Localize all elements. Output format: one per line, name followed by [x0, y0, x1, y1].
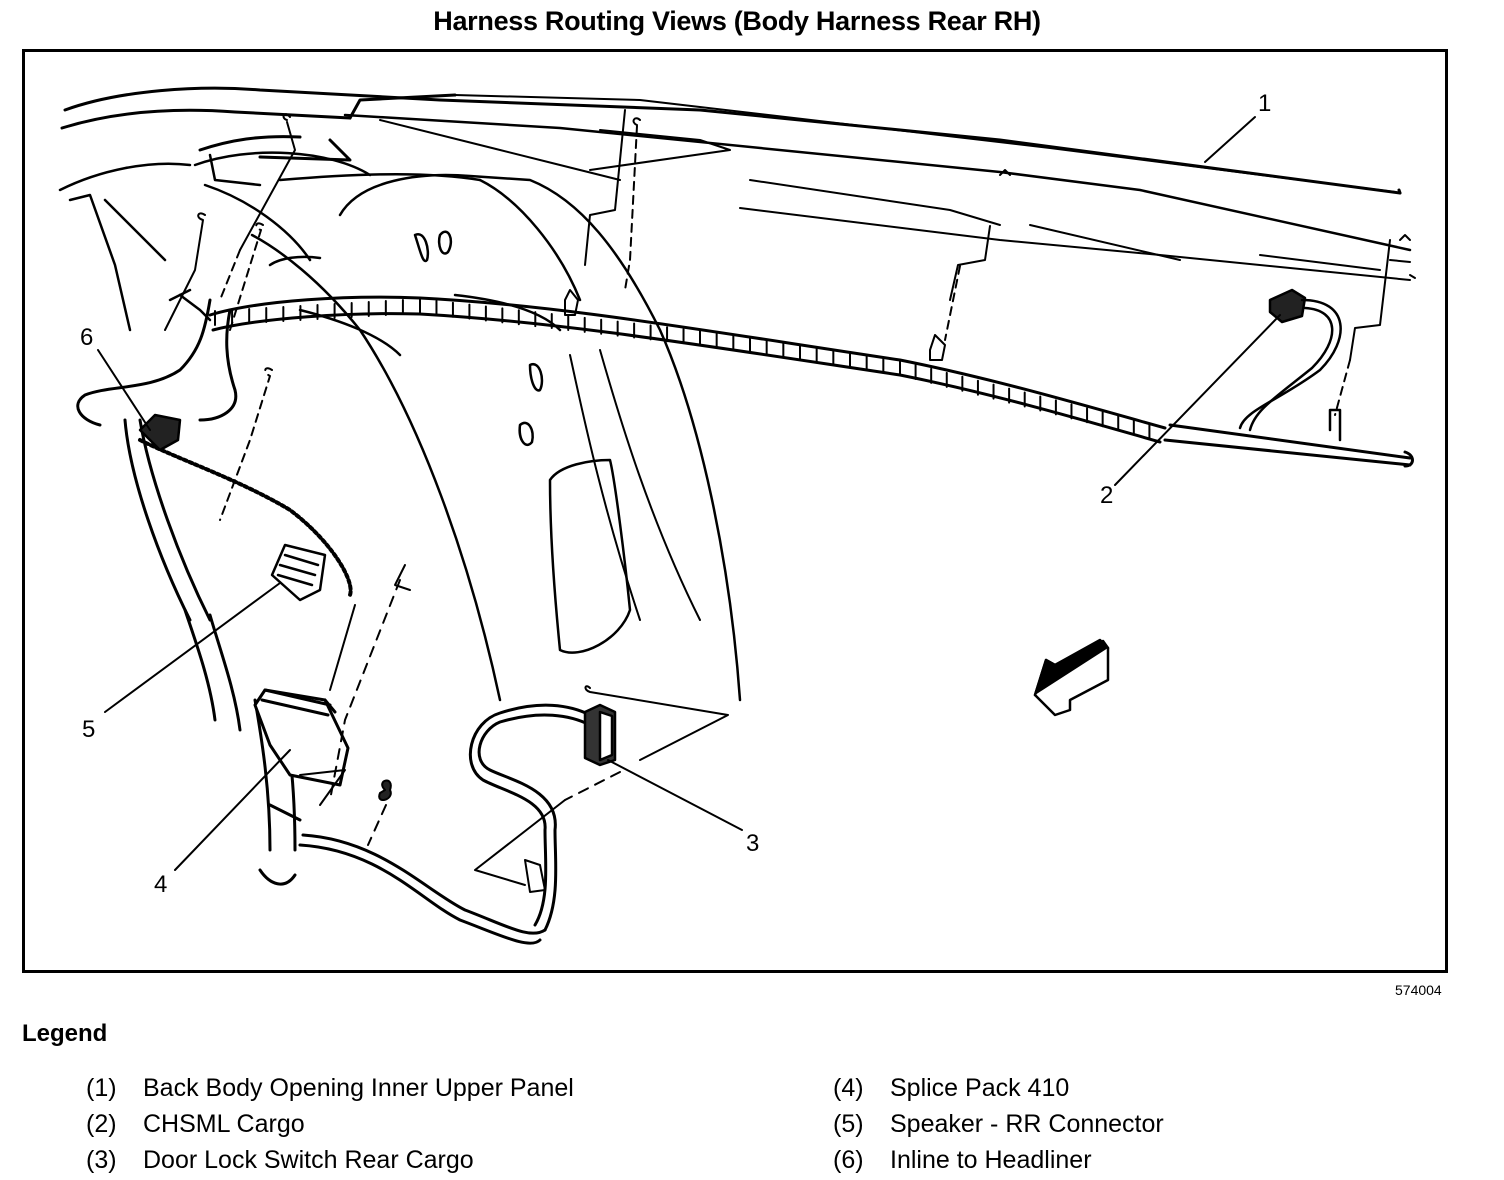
harness-bundle-left: [76, 298, 592, 945]
diagram-title: Harness Routing Views (Body Harness Rear…: [433, 6, 1041, 36]
legend-item-number: (1): [86, 1073, 117, 1102]
legend-item-number: (3): [86, 1145, 117, 1174]
callout-2: 2: [1100, 482, 1114, 509]
legend-item: (4) Splice Pack 410: [833, 1070, 1164, 1106]
callout-5: 5: [82, 716, 96, 743]
callout-6: 6: [80, 324, 94, 351]
forward-direction-arrow-icon: [1033, 638, 1110, 717]
fasteners: [164, 113, 1411, 893]
legend-item: (2) CHSML Cargo: [86, 1106, 574, 1142]
legend-item: (6) Inline to Headliner: [833, 1142, 1164, 1178]
legend-item-label: Splice Pack 410: [890, 1073, 1070, 1102]
legend-item-number: (5): [833, 1109, 864, 1138]
callout-1: 1: [1258, 90, 1272, 117]
splice-pack-4: [253, 688, 350, 787]
harness-ribs: [214, 298, 1151, 440]
legend-item-label: Inline to Headliner: [890, 1145, 1092, 1174]
legend-item-label: Back Body Opening Inner Upper Panel: [143, 1073, 574, 1102]
legend-item: (5) Speaker - RR Connector: [833, 1106, 1164, 1142]
legend-item-number: (4): [833, 1073, 864, 1102]
legend-heading: Legend: [22, 1020, 108, 1047]
callout-leaders: [97, 116, 1281, 871]
diagram-frame: [22, 49, 1448, 973]
legend-item-number: (6): [833, 1145, 864, 1174]
legend-column-left: (1) Back Body Opening Inner Upper Panel …: [86, 1070, 574, 1178]
connector-3: [583, 703, 617, 767]
callout-4: 4: [154, 871, 168, 898]
legend-item-label: Door Lock Switch Rear Cargo: [143, 1145, 474, 1174]
upper-panel: [60, 86, 1416, 361]
legend-item-label: Speaker - RR Connector: [890, 1109, 1164, 1138]
legend-item-label: CHSML Cargo: [143, 1109, 305, 1138]
connector-5: [270, 543, 327, 602]
legend-item: (3) Door Lock Switch Rear Cargo: [86, 1142, 574, 1178]
legend-column-right: (4) Splice Pack 410 (5) Speaker - RR Con…: [833, 1070, 1164, 1178]
connector-2: [1238, 288, 1342, 442]
main-harness: [208, 295, 1414, 468]
figure-id: 574004: [1395, 982, 1442, 998]
legend-item: (1) Back Body Opening Inner Upper Panel: [86, 1070, 574, 1106]
connector-6: [138, 413, 182, 452]
callout-3: 3: [746, 830, 760, 857]
legend-item-number: (2): [86, 1109, 117, 1138]
harness-illustration: [58, 86, 1416, 945]
